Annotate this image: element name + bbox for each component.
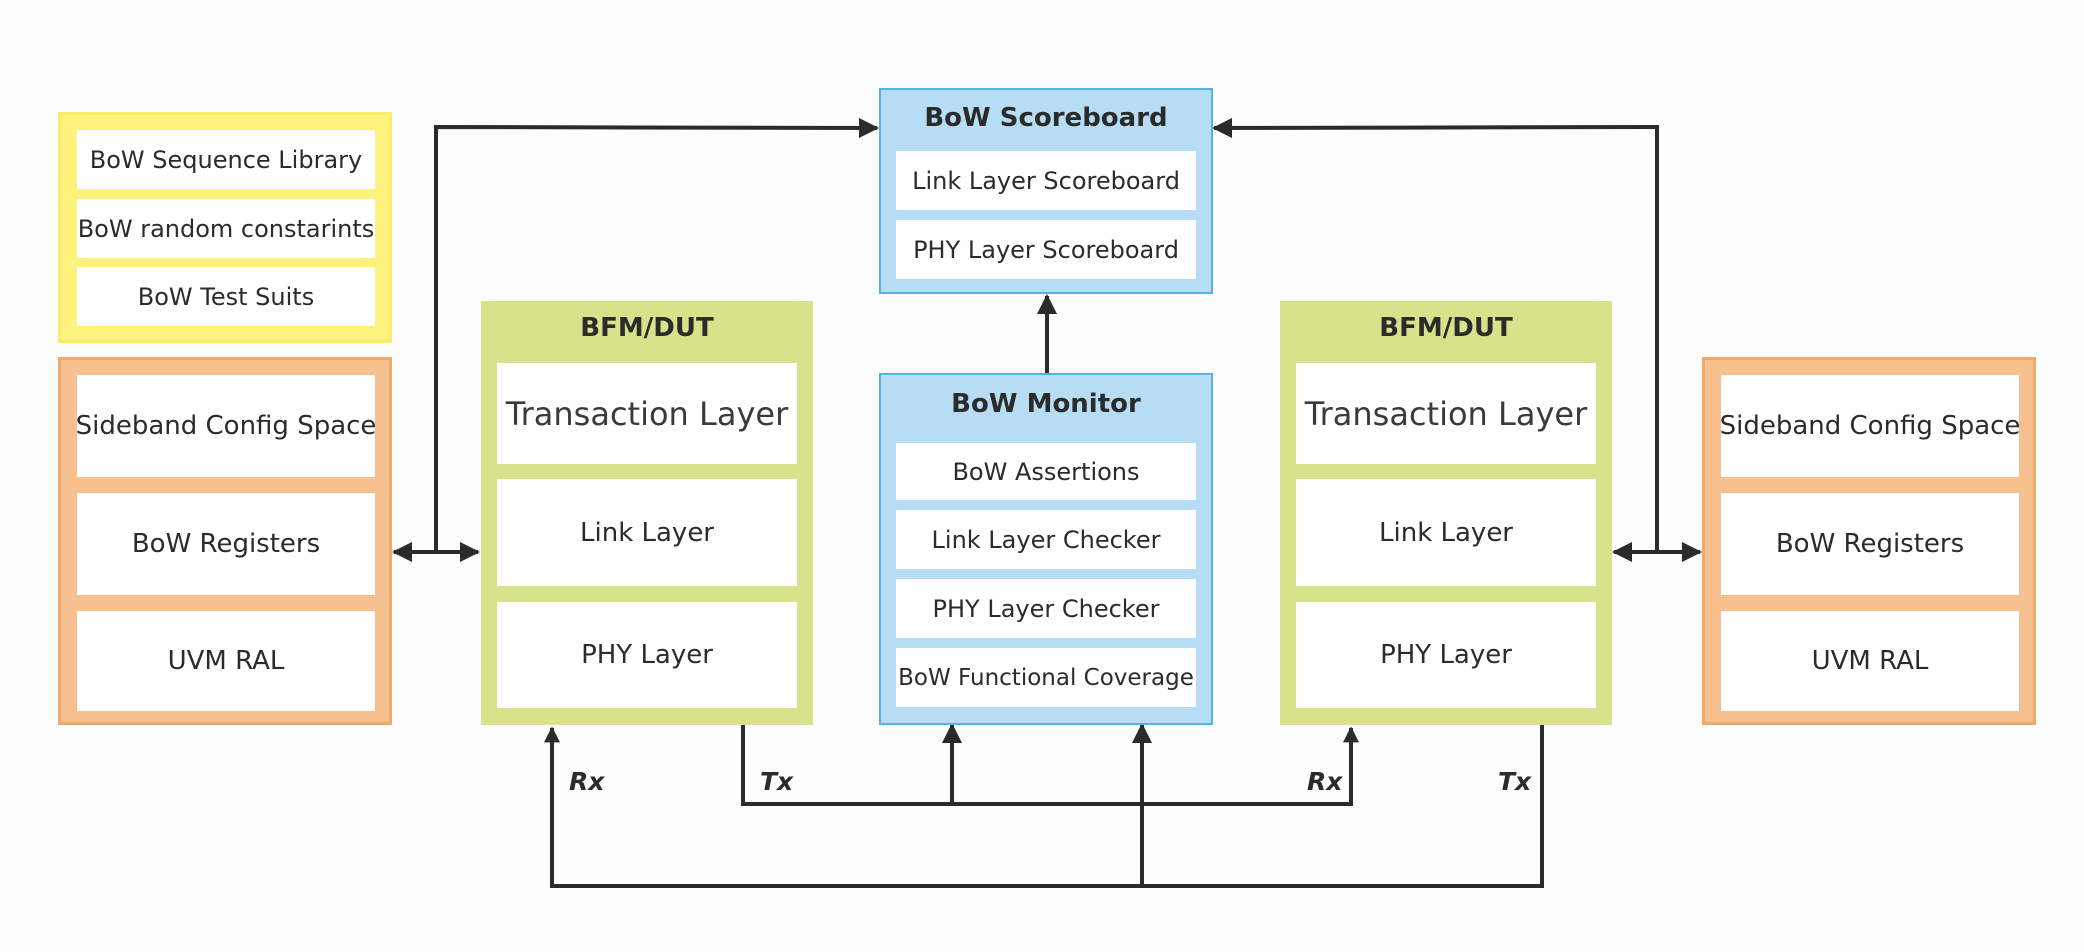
left-phy-layer: PHY Layer <box>497 602 797 708</box>
left-bfm-dut: BFM/DUT Transaction Layer Link Layer PHY… <box>481 301 813 725</box>
right-transaction-layer: Transaction Layer <box>1296 363 1596 464</box>
right-bow-registers-item: BoW Registers <box>1721 493 2019 595</box>
right-config-panel: Sideband Config Space BoW Registers UVM … <box>1702 357 2036 725</box>
left-to-scoreboard-arrow <box>434 117 879 552</box>
phy-layer-checker: PHY Layer Checker <box>896 579 1196 638</box>
link-layer-checker: Link Layer Checker <box>896 510 1196 569</box>
right-phy-layer: PHY Layer <box>1296 602 1596 708</box>
right-bfm-dut: BFM/DUT Transaction Layer Link Layer PHY… <box>1280 301 1612 725</box>
right-sideband-config-item: Sideband Config Space <box>1720 375 2020 477</box>
monitor-panel: BoW Monitor BoW Assertions Link Layer Ch… <box>879 373 1213 725</box>
left-sideband-config-item: Sideband Config Space <box>76 375 376 477</box>
left-tx-label: Tx <box>760 767 794 796</box>
link-layer-scoreboard: Link Layer Scoreboard <box>896 151 1196 210</box>
scoreboard-title: BoW Scoreboard <box>924 103 1168 133</box>
scoreboard-panel: BoW Scoreboard Link Layer Scoreboard PHY… <box>879 88 1213 294</box>
right-uvm-ral-item: UVM RAL <box>1721 611 2019 711</box>
right-link-layer: Link Layer <box>1296 479 1596 586</box>
right-tx-label: Tx <box>1498 767 1532 796</box>
left-transaction-layer: Transaction Layer <box>497 363 797 464</box>
left-rx-label: Rx <box>569 767 605 796</box>
left-tx-bus <box>741 724 1359 806</box>
bow-assertions: BoW Assertions <box>896 443 1196 500</box>
sequence-library-item: BoW Sequence Library <box>77 130 375 189</box>
test-suits-item: BoW Test Suits <box>77 267 375 326</box>
functional-coverage: BoW Functional Coverage <box>896 648 1196 707</box>
right-to-scoreboard-arrow <box>1212 117 1659 552</box>
sequence-panel: BoW Sequence Library BoW random constari… <box>58 112 392 343</box>
random-constraints-item: BoW random constarints <box>77 199 375 258</box>
left-bfm-title: BFM/DUT <box>580 313 714 343</box>
right-bfm-title: BFM/DUT <box>1379 313 1513 343</box>
monitor-title: BoW Monitor <box>951 389 1141 419</box>
phy-layer-scoreboard: PHY Layer Scoreboard <box>896 220 1196 279</box>
left-link-layer: Link Layer <box>497 479 797 586</box>
right-tx-bus <box>544 724 1544 888</box>
right-rx-label: Rx <box>1307 767 1343 796</box>
left-uvm-ral-item: UVM RAL <box>77 611 375 711</box>
left-config-panel: Sideband Config Space BoW Registers UVM … <box>58 357 392 725</box>
left-bow-registers-item: BoW Registers <box>77 493 375 595</box>
